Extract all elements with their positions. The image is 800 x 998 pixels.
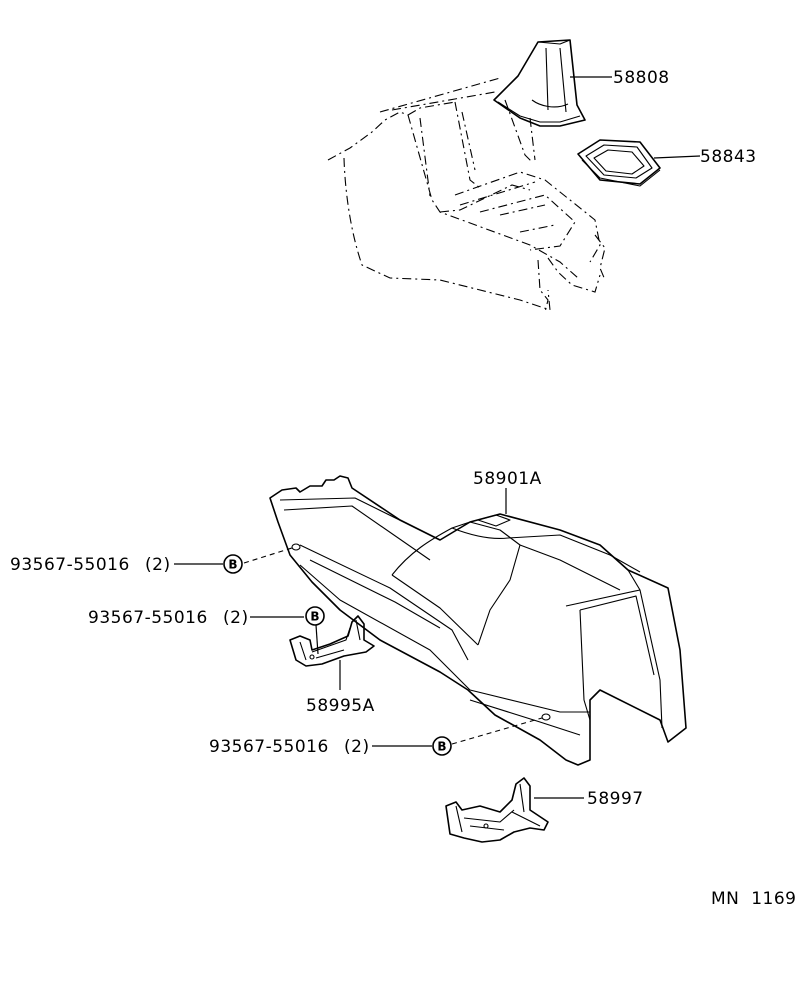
bolt-marker-1: B — [223, 554, 243, 574]
console-phantom-outline — [327, 77, 606, 313]
label-bolt-1-qty: (2) — [145, 555, 171, 575]
bolt-marker-2: B — [305, 606, 325, 626]
bracket-58997[interactable] — [445, 777, 549, 843]
figure-code: MN 1169 — [711, 889, 796, 909]
bezel-ring-58843[interactable] — [577, 139, 661, 187]
leader-lines — [174, 76, 701, 799]
label-bolt-2-qty: (2) — [223, 608, 249, 628]
label-58901A: 58901A — [473, 469, 542, 489]
svg-text:B: B — [437, 740, 446, 754]
label-58808: 58808 — [613, 68, 670, 88]
console-body-58901A[interactable] — [269, 475, 687, 766]
shift-boot-58808[interactable] — [493, 39, 586, 127]
label-bolt-3-part: 93567-55016 — [209, 737, 329, 757]
svg-text:B: B — [310, 610, 319, 624]
bracket-58995A[interactable] — [289, 615, 375, 667]
svg-text:B: B — [228, 558, 237, 572]
label-bolt-1-part: 93567-55016 — [10, 555, 130, 575]
label-58843: 58843 — [700, 147, 757, 167]
bolt-marker-3: B — [432, 736, 452, 756]
label-bolt-3-qty: (2) — [344, 737, 370, 757]
label-bolt-2-part: 93567-55016 — [88, 608, 208, 628]
label-58997: 58997 — [587, 789, 644, 809]
label-58995A: 58995A — [306, 696, 375, 716]
